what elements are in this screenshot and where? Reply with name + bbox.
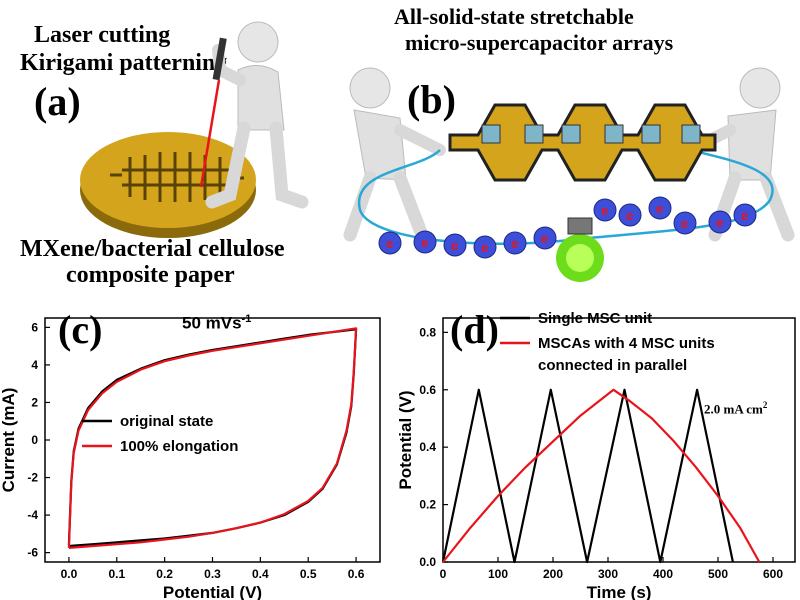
x-tick-label: 0.2 [156,567,173,581]
panel-a-caption-line2: composite paper [66,262,235,288]
x-axis-label: Time (s) [587,583,652,600]
electron-ball [503,231,527,255]
y-tick-label: 0.8 [419,325,436,339]
electron-label: e [741,208,748,223]
y-tick-label: 0.6 [419,383,436,397]
y-tick-label: -4 [27,508,38,522]
laser-operator-figure [205,21,309,209]
panel-c-letter: (c) [58,307,103,352]
electron-ball [648,196,672,220]
electron-label: e [541,231,548,246]
cv-chart: 0.0 0.1 0.2 0.3 0.4 0.5 0.6 -6 -4 -2 0 2 4 6Potential… [0,317,381,600]
laser-beam [199,79,221,188]
electron-ball [443,233,467,257]
msc-array [448,103,717,182]
scan-rate-unit-exponent: -1 [241,313,252,325]
y-tick-label: -2 [27,471,38,485]
kirigami-illustration [80,21,309,238]
electron-ball [533,226,557,250]
series-line-2 [67,327,358,549]
series-line-2 [442,388,761,563]
plot-frame [442,317,796,563]
y-tick-label: 0.0 [419,555,436,569]
y-tick-label: -6 [27,546,38,560]
x-tick-label: 0 [440,567,447,581]
x-tick-label: 400 [653,567,673,581]
electron-label: e [451,238,458,253]
electron-label: e [681,216,688,231]
x-tick-label: 100 [488,567,508,581]
panel-b-letter: (b) [407,77,456,122]
panel-a-title-line1: Laser cutting [34,22,171,48]
electron-ball [673,211,697,235]
x-tick-label: 0.3 [204,567,221,581]
electron-ball [593,198,617,222]
electron-ball [618,203,642,227]
y-tick-label: 4 [31,358,38,372]
x-tick-label: 600 [763,567,783,581]
electron-label: e [511,236,518,251]
left-pulling-figure [343,67,446,242]
y-tick-label: 2 [31,395,38,409]
electron-ball [378,231,402,255]
current-density-annotation: 2.0 mA cm2 [704,400,767,417]
x-tick-label: 0.4 [252,567,269,581]
y-axis-label: Current (mA) [0,388,18,493]
current-density-exponent: 2 [762,400,768,410]
legend-label-2: 100% elongation [120,438,238,455]
y-tick-label: 0.4 [419,440,436,454]
panel-d-letter: (d) [450,307,499,352]
electron-ball [473,235,497,259]
lightbulb-icon [556,217,604,282]
electron-ball [733,203,757,227]
x-tick-label: 300 [598,567,618,581]
legend-label-1: Single MSC unit [538,310,652,327]
electron-ball [413,230,437,254]
scan-rate-annotation: 50 mVs-1 [182,313,251,334]
legend-label-2: connected in parallel [538,357,687,374]
panel-a-title-line2: Kirigami patterning [20,50,228,76]
x-tick-label: 0.1 [108,567,125,581]
legend-label-1: original state [120,413,213,430]
electron-label: e [656,201,663,216]
y-tick-label: 0 [31,433,38,447]
scan-rate-value: 50 mVs [182,313,242,333]
y-tick-label: 6 [31,320,38,334]
electron-ball [708,210,732,234]
electron-label: e [716,215,723,230]
current-density-value: 2.0 mA cm [704,401,763,417]
series-line-1 [441,388,734,564]
x-tick-label: 500 [708,567,728,581]
panel-a-letter: (a) [34,79,81,124]
electron-label: e [386,236,393,251]
stretchable-array-illustration: e e e e e e e e e e e e [343,67,795,282]
x-axis-label: Potential (V) [163,583,262,600]
y-axis-label: Potential (V) [396,390,415,489]
electron-label: e [601,203,608,218]
electron-label: e [626,208,633,223]
panel-b-title-line1: All-solid-state stretchable [394,4,634,29]
x-tick-label: 0.5 [300,567,317,581]
panel-b-title-line2: micro-supercapacitor arrays [405,30,674,55]
panel-a-caption-line1: MXene/bacterial cellulose [20,236,285,262]
electron-group: e e e e e e e e e e e e [378,196,757,259]
legend-label-2: MSCAs with 4 MSC units [538,335,715,352]
x-tick-label: 0.0 [61,567,78,581]
x-tick-label: 200 [543,567,563,581]
electron-label: e [481,240,488,255]
x-tick-label: 0.6 [348,567,365,581]
electron-label: e [421,235,428,250]
y-tick-label: 0.2 [419,498,436,512]
